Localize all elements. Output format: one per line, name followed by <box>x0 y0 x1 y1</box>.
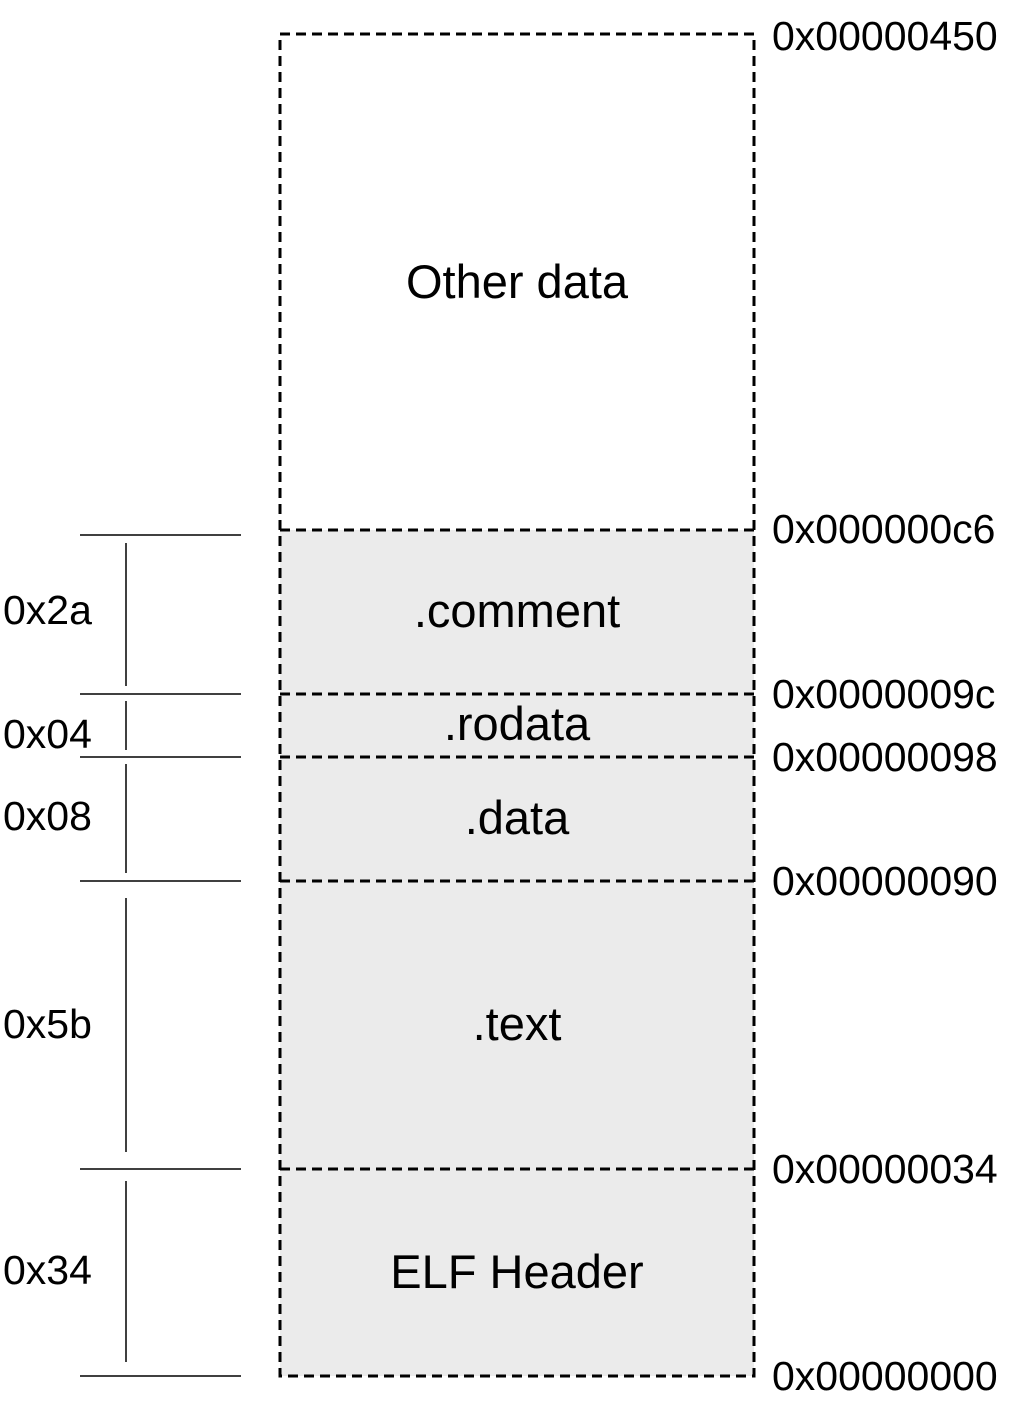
size-label-data: 0x08 <box>3 793 92 839</box>
section-label-rodata: .rodata <box>444 697 591 750</box>
address-label: 0x000000c6 <box>772 506 995 552</box>
size-label-elf-header: 0x34 <box>3 1247 92 1293</box>
address-label: 0x0000009c <box>772 671 995 717</box>
text-section-fill <box>280 881 754 1169</box>
address-label: 0x00000098 <box>772 734 998 780</box>
section-label-elf-header: ELF Header <box>390 1245 643 1298</box>
data-section-fill <box>280 757 754 881</box>
section-label-data: .data <box>465 791 570 844</box>
comment-section-fill <box>280 530 754 694</box>
address-label: 0x00000000 <box>772 1353 998 1399</box>
address-label: 0x00000090 <box>772 858 998 904</box>
address-label: 0x00000034 <box>772 1146 998 1192</box>
section-label-other-data: Other data <box>406 255 629 308</box>
size-label-rodata: 0x04 <box>3 711 92 757</box>
section-label-text: .text <box>473 997 562 1050</box>
size-label-text: 0x5b <box>3 1001 92 1047</box>
size-label-comment: 0x2a <box>3 587 92 633</box>
memory-outline <box>278 32 756 1378</box>
address-label: 0x00000450 <box>772 13 998 59</box>
rodata-section-fill <box>280 694 754 757</box>
section-label-comment: .comment <box>414 584 620 637</box>
elf-header-section-fill <box>280 1169 754 1376</box>
